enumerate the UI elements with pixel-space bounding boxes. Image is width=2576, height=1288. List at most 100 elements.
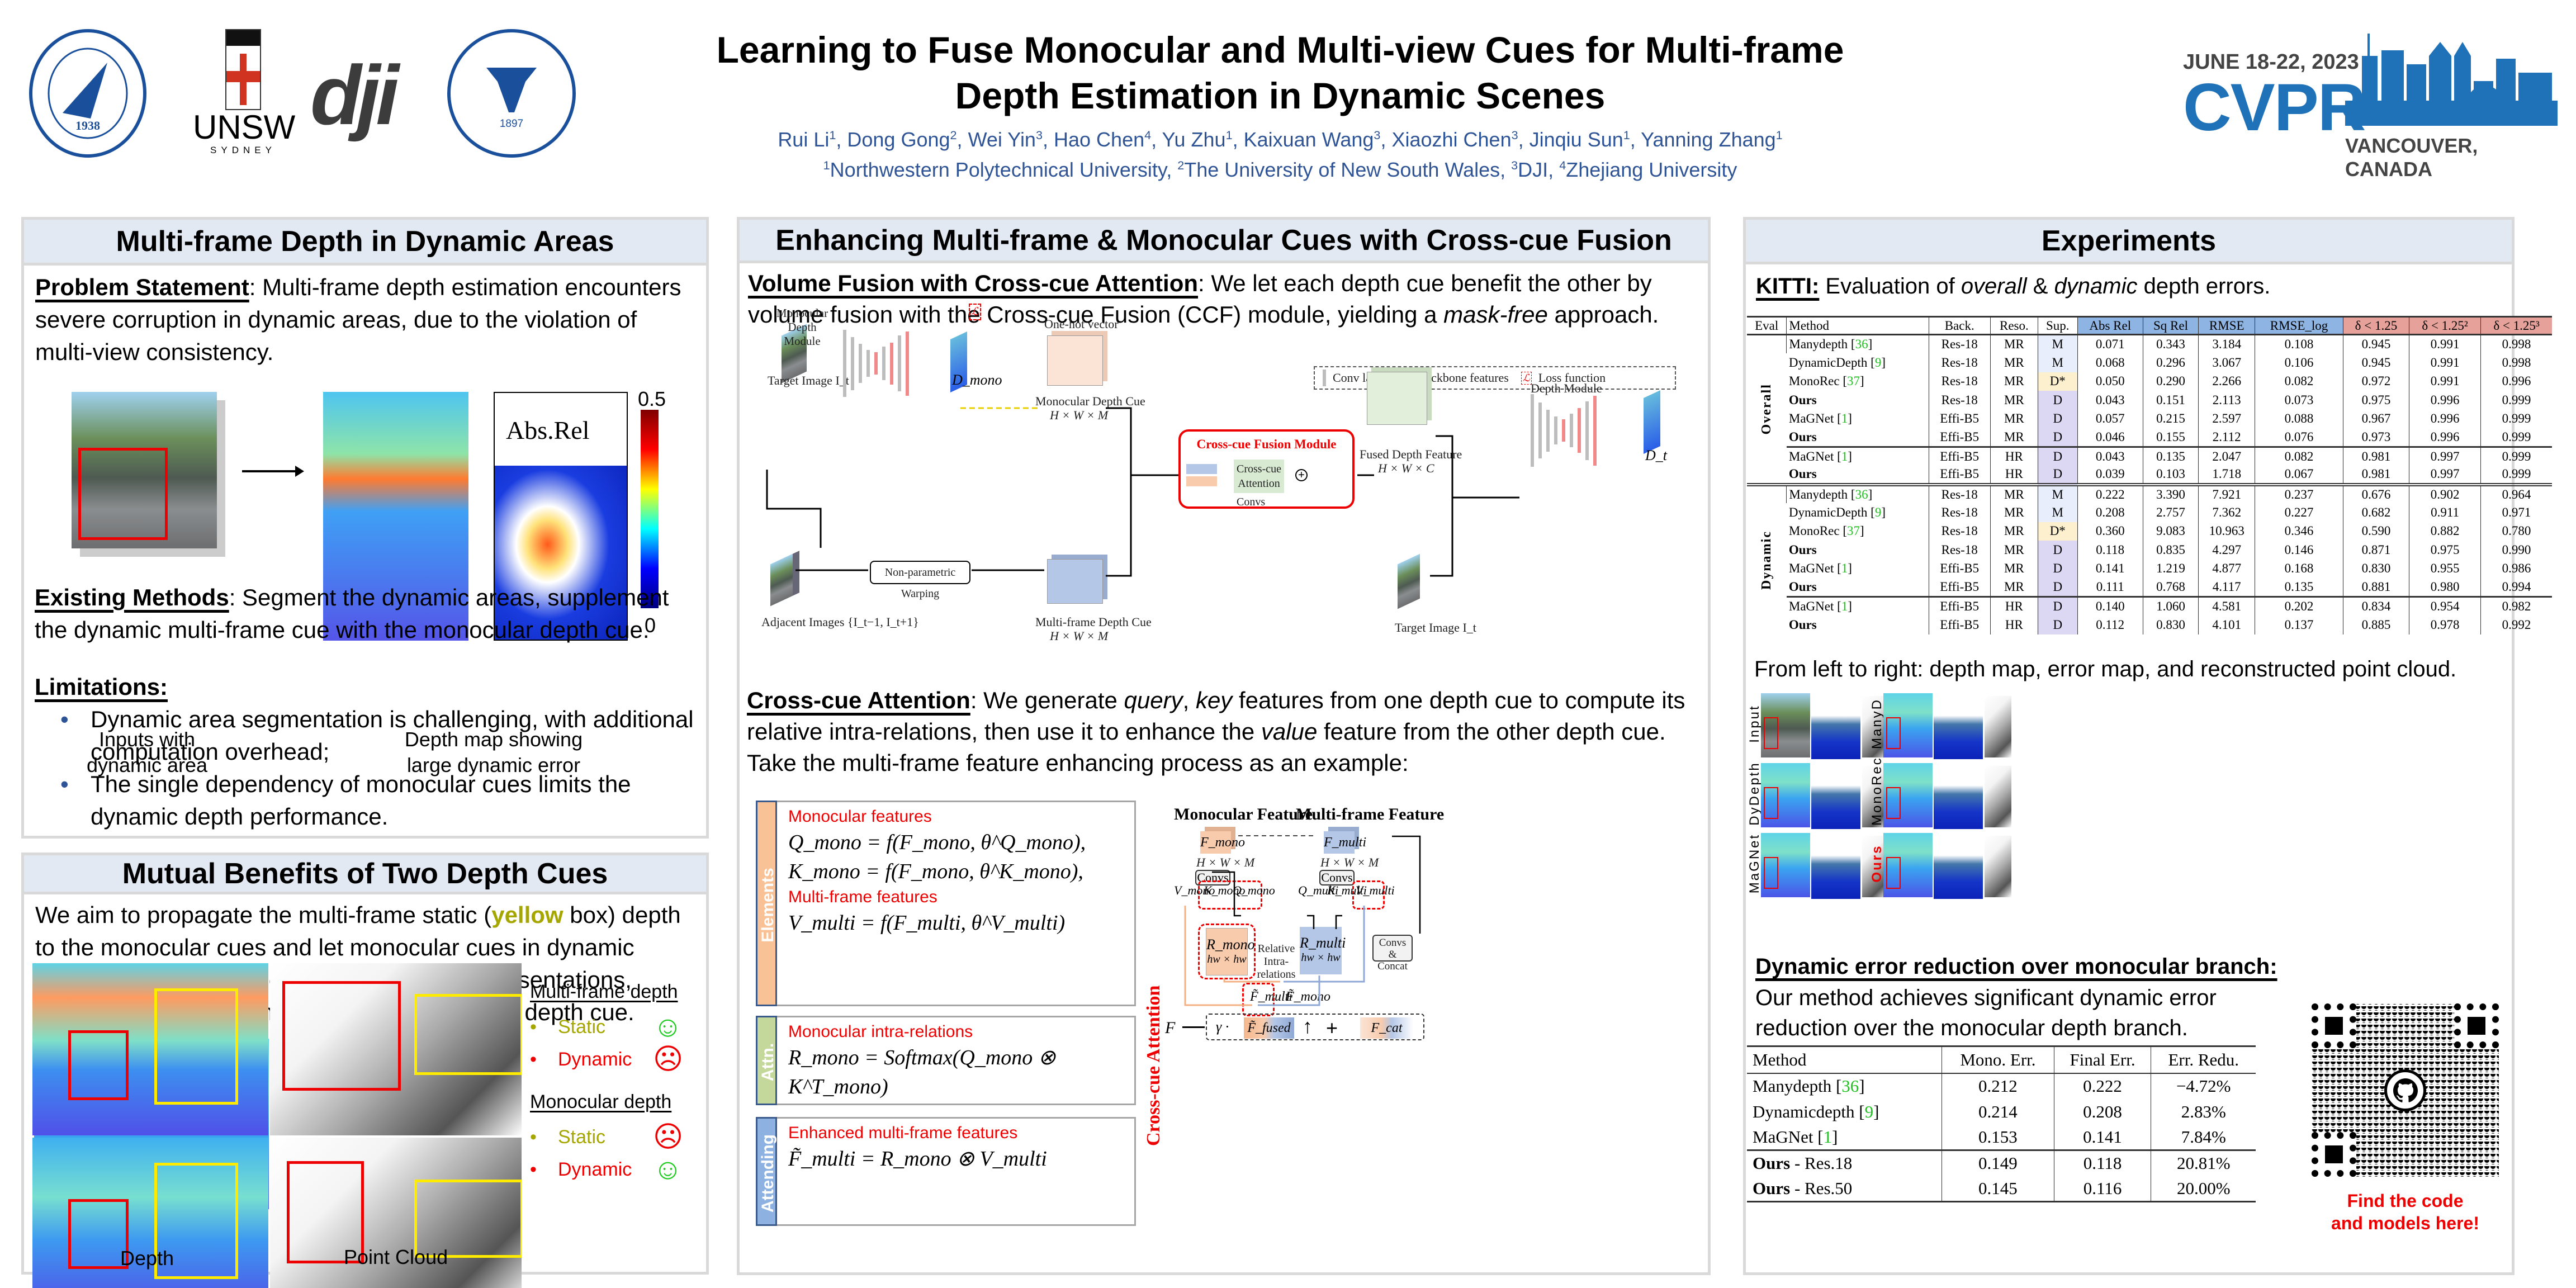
- citation[interactable]: 37: [1847, 374, 1860, 389]
- add-op-icon: +: [1295, 469, 1308, 481]
- depth-cue-legend: Multi-frame depth•Static☺•Dynamic☹Monocu…: [530, 981, 698, 1201]
- citation[interactable]: 9: [1874, 505, 1882, 519]
- mono-err-cell: 0.153: [1942, 1124, 2054, 1150]
- depth-module: [1531, 394, 1598, 467]
- gamma-label: γ ·: [1216, 1019, 1229, 1035]
- resolution-cell: MR: [1990, 334, 2038, 353]
- legend-item: •Static☹: [530, 1121, 698, 1153]
- v-multi-highlight: [1352, 880, 1385, 910]
- multi-frame-depth-image-2: [32, 963, 268, 1135]
- author-affiliation-marker: 4: [1144, 128, 1152, 142]
- frowny-icon: ☹: [653, 1121, 684, 1153]
- resolution-cell: MR: [1990, 391, 2038, 410]
- mono-depth-cue-label: Monocular Depth Cue: [1035, 394, 1145, 408]
- method-row-label: Input: [1747, 704, 1762, 743]
- citation[interactable]: 9: [1864, 1101, 1874, 1121]
- metric-cell: 2.757: [2142, 503, 2199, 522]
- attention-connectors: [1184, 835, 1421, 1006]
- dji-logo: dji: [310, 48, 399, 142]
- metric-cell: 0.590: [2342, 522, 2409, 541]
- equation-panel-tab: Elements: [756, 801, 777, 1006]
- citation[interactable]: 37: [1847, 524, 1860, 538]
- resolution-cell: MR: [1990, 482, 2038, 503]
- metric-cell: 0.999: [2480, 391, 2552, 410]
- equation: F̃_multi = R_mono ⊗ V_multi: [788, 1147, 1047, 1171]
- loss-icon: ℒ: [969, 304, 981, 320]
- ft-multi-label: F̃_multi: [1250, 989, 1292, 1004]
- error-map-image: [1934, 855, 1983, 899]
- legend-group: Multi-frame depth•Static☺•Dynamic☹: [530, 981, 698, 1076]
- supervision-cell: D: [2037, 615, 2078, 634]
- affiliation-marker: 2: [1177, 158, 1185, 172]
- supervision-cell: M: [2037, 334, 2078, 353]
- multi-feature-block: [1186, 464, 1217, 474]
- backbone-cell: Res-18: [1928, 391, 1991, 410]
- cross-cue-attention-block: Cross-cue Attention: [1234, 460, 1284, 493]
- citation[interactable]: 1: [1841, 449, 1848, 463]
- visualization-caption: From left to right: depth map, error map…: [1754, 657, 2457, 681]
- nwpu-logo: 1938: [29, 29, 146, 158]
- panel-heading: Experiments: [1746, 220, 2512, 264]
- legend-item: •Dynamic☹: [530, 1043, 698, 1076]
- metric-cell: 0.067: [2255, 466, 2343, 485]
- citation[interactable]: 9: [1874, 355, 1882, 370]
- metric-cell: 0.997: [2409, 446, 2481, 466]
- limitations: Limitations: Dynamic area segmentation i…: [35, 671, 700, 833]
- limitation-item: Dynamic area segmentation is challenging…: [35, 703, 700, 768]
- point-cloud-image: [1985, 696, 2011, 757]
- colorbar: [641, 410, 659, 608]
- kitti-intro: KITTI: Evaluation of overall & dynamic d…: [1756, 274, 2271, 299]
- metric-cell: 0.996: [2409, 391, 2481, 410]
- final-err-cell: 0.141: [2053, 1124, 2151, 1150]
- d-mono-label: D_mono: [952, 372, 1002, 388]
- metric-cell: 0.140: [2077, 596, 2143, 615]
- column-header: Sq Rel: [2142, 316, 2199, 335]
- colorbar-max: 0.5: [638, 387, 666, 410]
- affiliation-name: The University of New South Wales: [1184, 158, 1500, 181]
- citation[interactable]: 36: [1855, 337, 1868, 351]
- fused-depth-feature-label: Fused Depth Feature: [1360, 447, 1462, 461]
- author-name: Wei Yin3: [968, 128, 1043, 151]
- metric-cell: 0.955: [2409, 559, 2481, 578]
- citation[interactable]: 36: [1841, 1076, 1859, 1096]
- citation[interactable]: 36: [1855, 487, 1868, 501]
- frowny-icon: ☹: [653, 1043, 684, 1076]
- metric-cell: 0.103: [2142, 466, 2199, 485]
- author-affiliation-marker: 1: [1775, 128, 1783, 142]
- citation[interactable]: 1: [1823, 1126, 1832, 1147]
- metric-cell: 0.360: [2077, 522, 2143, 541]
- author-affiliation-marker: 3: [1511, 128, 1518, 142]
- column-header: Method: [1747, 1045, 1942, 1074]
- err-reduction-cell: 20.81%: [2151, 1149, 2256, 1176]
- metric-cell: 0.982: [2480, 596, 2552, 615]
- metric-cell: 0.996: [2409, 428, 2481, 447]
- resolution-cell: MR: [1990, 541, 2038, 560]
- mono-depth-module-label: Monocular Depth Module: [776, 306, 828, 348]
- metric-cell: 0.135: [2142, 446, 2199, 466]
- backbone-cell: Effi-B5: [1928, 578, 1991, 597]
- citation[interactable]: 1: [1841, 561, 1848, 576]
- colorbar-min: 0: [645, 614, 656, 637]
- point-cloud-image: [1985, 836, 2011, 897]
- final-err-cell: 0.118: [2053, 1149, 2151, 1176]
- backbone-cell: Res-18: [1928, 541, 1991, 560]
- metric-cell: 0.882: [2409, 522, 2481, 541]
- ccf-title: Cross-cue Fusion Module: [1196, 437, 1337, 451]
- legend-label: Static: [558, 1126, 606, 1148]
- citation[interactable]: 1: [1841, 599, 1848, 613]
- metric-cell: 0.834: [2342, 596, 2409, 615]
- resolution-cell: MR: [1990, 353, 2038, 372]
- metric-cell: 4.117: [2198, 578, 2255, 597]
- citation[interactable]: 1: [1841, 411, 1848, 426]
- metric-cell: 0.068: [2077, 353, 2143, 372]
- supervision-cell: D: [2037, 559, 2078, 578]
- cvpr-location: VANCOUVER, CANADA: [2345, 134, 2478, 181]
